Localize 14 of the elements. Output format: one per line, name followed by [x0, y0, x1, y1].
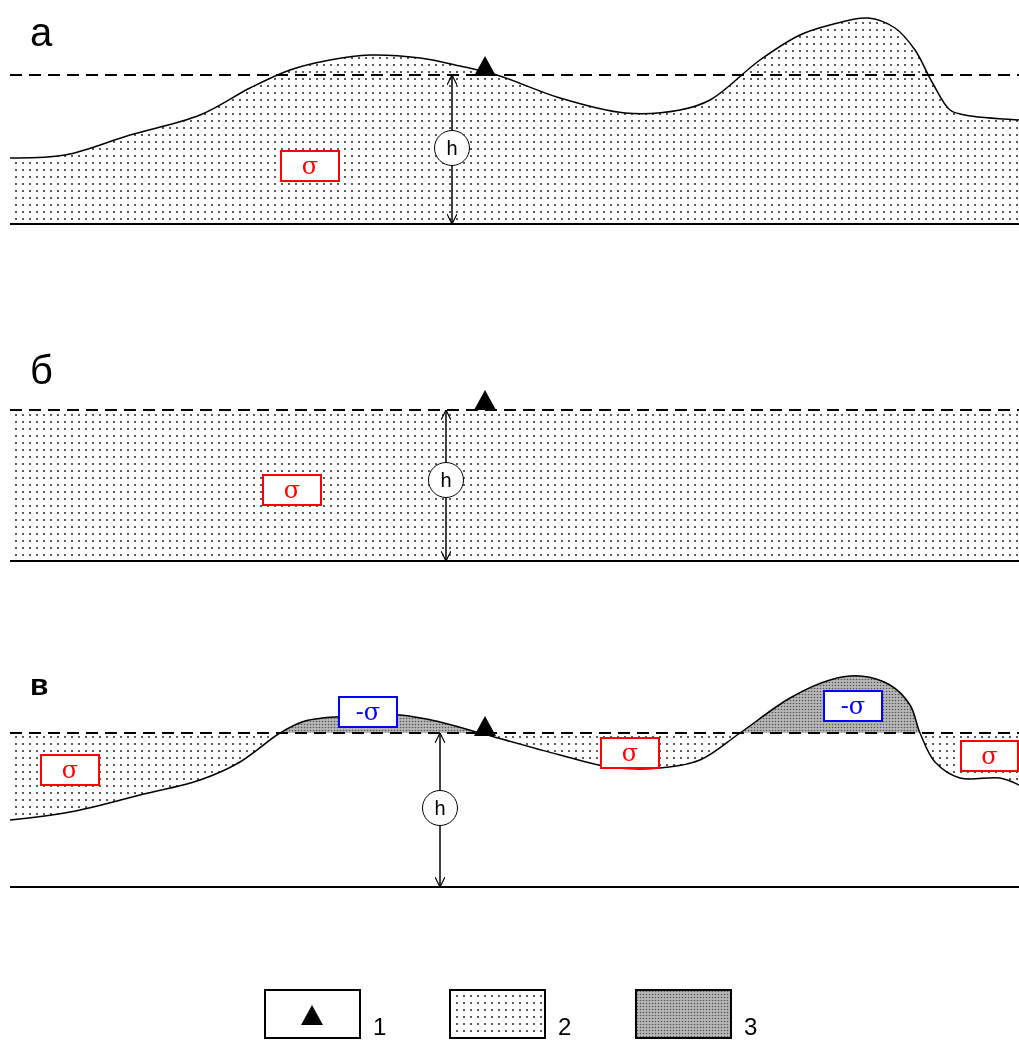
density-label: σ — [262, 474, 322, 506]
panel-letter: б — [30, 350, 53, 390]
height-circle: h — [422, 790, 458, 826]
legend-label: 3 — [744, 1015, 758, 1039]
panel-letter: в — [30, 670, 49, 700]
density-label: σ — [960, 740, 1019, 772]
density-label: -σ — [338, 696, 398, 728]
legend-label: 1 — [373, 1015, 387, 1039]
density-label: -σ — [823, 690, 883, 722]
density-label: σ — [600, 737, 660, 769]
panel-letter: а — [30, 12, 53, 52]
legend-label: 2 — [558, 1015, 572, 1039]
density-label: σ — [40, 754, 100, 786]
density-label: σ — [280, 150, 340, 182]
